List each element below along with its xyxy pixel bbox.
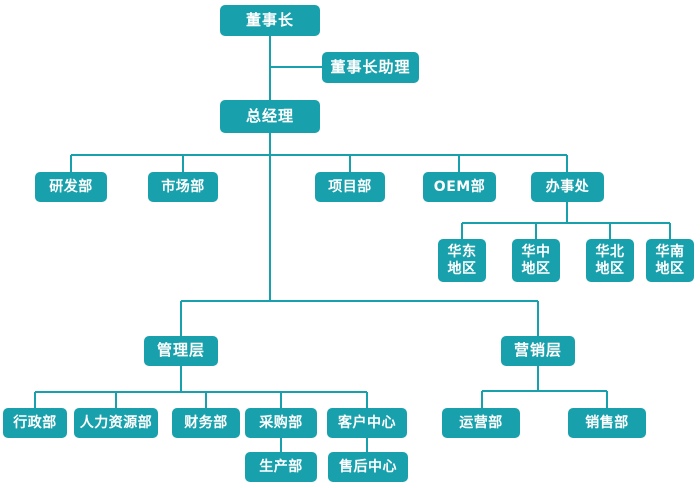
- node-east-region-line2: 地区: [447, 260, 477, 277]
- node-finance-dept: 财务部: [172, 408, 240, 438]
- connector-office-regions: [461, 202, 671, 239]
- node-east-region: 华东 地区: [438, 239, 486, 282]
- node-chairman: 董事长: [220, 5, 320, 36]
- node-purchasing-dept: 采购部: [245, 408, 317, 438]
- node-customer-center: 客户中心: [327, 408, 407, 438]
- node-south-region-line2: 地区: [655, 260, 685, 277]
- node-sales-dept: 销售部: [568, 408, 646, 438]
- node-market-dept: 市场部: [148, 172, 218, 202]
- node-central-region-line2: 地区: [521, 260, 551, 277]
- connector-layers-row: [180, 300, 539, 336]
- node-north-region: 华北 地区: [586, 239, 634, 282]
- node-general-manager: 总经理: [220, 100, 320, 133]
- node-admin-dept: 行政部: [3, 408, 67, 438]
- node-management-layer: 管理层: [144, 336, 218, 366]
- node-office: 办事处: [531, 172, 604, 202]
- connector-marketing-children: [481, 365, 608, 408]
- connector-depts-row: [70, 154, 568, 172]
- node-south-region-line1: 华南: [655, 244, 685, 261]
- node-chairman-assistant: 董事长助理: [322, 52, 419, 83]
- node-central-region-line1: 华中: [521, 244, 551, 261]
- node-south-region: 华南 地区: [646, 239, 694, 282]
- node-central-region: 华中 地区: [512, 239, 560, 282]
- node-oem-dept: OEM部: [423, 172, 496, 202]
- node-north-region-line1: 华北: [595, 244, 625, 261]
- node-rd-dept: 研发部: [35, 172, 107, 202]
- node-hr-dept: 人力资源部: [74, 408, 158, 438]
- node-operations-dept: 运营部: [442, 408, 520, 438]
- node-project-dept: 项目部: [315, 172, 385, 202]
- node-north-region-line2: 地区: [595, 260, 625, 277]
- connector-management-children: [34, 365, 368, 408]
- node-east-region-line1: 华东: [447, 244, 477, 261]
- node-aftersales-center: 售后中心: [328, 452, 408, 482]
- node-marketing-layer: 营销层: [501, 336, 575, 366]
- node-production-dept: 生产部: [245, 452, 317, 482]
